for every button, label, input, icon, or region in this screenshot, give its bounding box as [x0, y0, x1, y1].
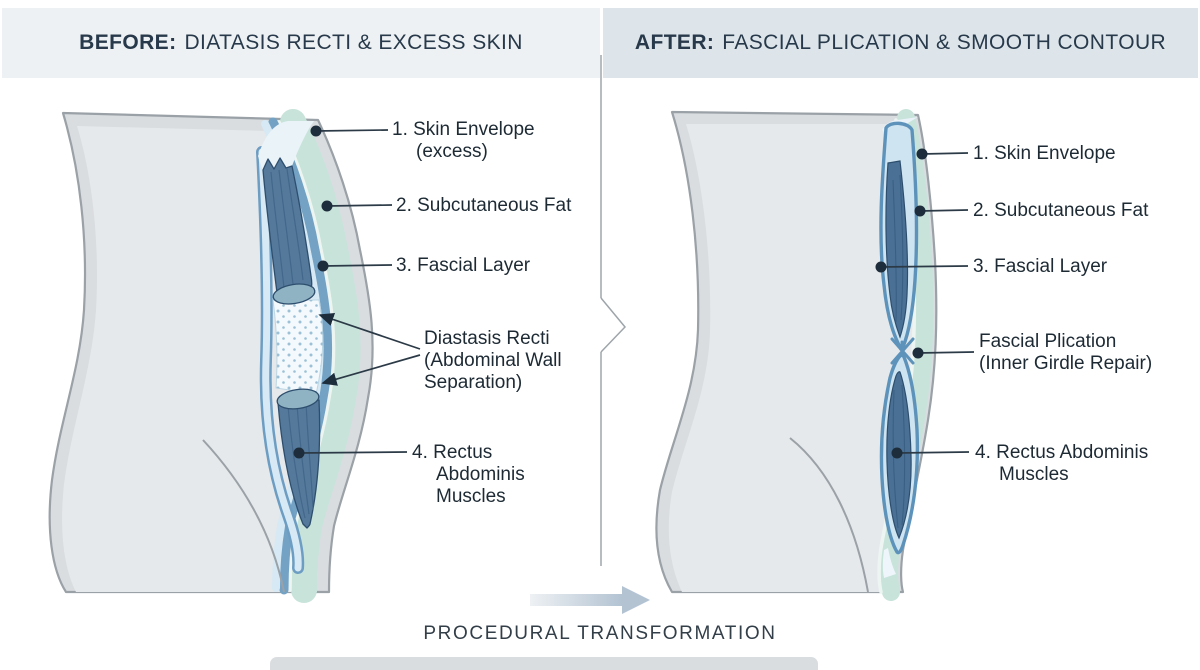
bottom-partial-bar	[270, 657, 818, 670]
label-skin-envelope-before: 1. Skin Envelope (excess)	[392, 119, 535, 162]
gluteal-fold-before	[202, 439, 285, 593]
header-before: BEFORE: DIATASIS RECTI & EXCESS SKIN	[2, 8, 600, 78]
diastasis-gap	[272, 299, 324, 395]
dot-fascia-after	[875, 261, 887, 273]
gluteal-fold-after	[789, 437, 869, 593]
dot-plication-after	[912, 347, 924, 359]
label-fascial-layer-after: 3. Fascial Layer	[973, 256, 1108, 277]
dot-skin-after	[916, 148, 928, 160]
capsule-bottom-wedge	[882, 548, 896, 578]
label-rectus-muscles-after: 4. Rectus Abdominis Muscles	[975, 442, 1149, 485]
header-after-prefix: AFTER:	[634, 31, 715, 54]
label-subcutaneous-fat-after: 2. Subcutaneous Fat	[973, 200, 1149, 221]
posterior-fascia-before	[256, 146, 305, 574]
header-after: AFTER: FASCIAL PLICATION & SMOOTH CONTOU…	[603, 8, 1198, 78]
dot-skin-before	[310, 125, 322, 137]
diastasis-arrow-upper	[318, 312, 421, 350]
dot-fascia-before	[317, 260, 329, 272]
muscle-cut-face-lower	[276, 388, 320, 410]
header-before-title: DIATASIS RECTI & EXCESS SKIN	[184, 31, 523, 54]
chevron-right-icon	[600, 297, 627, 353]
dot-fat-after	[914, 205, 926, 217]
torso-before	[48, 109, 374, 603]
cut-top-wedge-before	[258, 121, 314, 172]
diastasis-arrow-lower	[321, 354, 421, 386]
header-before-prefix: BEFORE:	[79, 31, 177, 54]
muscle-cut-face-upper	[272, 283, 316, 305]
rectus-muscle-upper-before	[262, 157, 316, 305]
leader-lines	[298, 129, 975, 454]
leader-dots	[293, 125, 928, 459]
label-diastasis-recti: Diastasis Recti (Abdominal Wall Separati…	[424, 328, 562, 393]
label-rectus-muscles-before: 4. Rectus Abdominis Muscles	[412, 442, 525, 507]
label-fascial-layer-before: 3. Fascial Layer	[396, 255, 531, 276]
footer-caption: PROCEDURAL TRANSFORMATION	[423, 623, 777, 644]
dot-muscle-before	[293, 447, 305, 459]
header-after-title: FASCIAL PLICATION & SMOOTH CONTOUR	[722, 31, 1167, 54]
label-fascial-plication: Fascial Plication (Inner Girdle Repair)	[979, 331, 1153, 374]
label-skin-envelope-after: 1. Skin Envelope	[973, 143, 1116, 164]
arrow-right-icon	[530, 586, 650, 614]
rectus-muscle-lower-before	[276, 388, 321, 529]
torso-after	[655, 109, 938, 601]
label-subcutaneous-fat-before: 2. Subcutaneous Fat	[396, 195, 572, 216]
dot-muscle-after	[891, 447, 903, 459]
panel-divider	[600, 55, 627, 566]
dot-fat-before	[321, 200, 333, 212]
torso-after-body-inner	[668, 124, 927, 592]
